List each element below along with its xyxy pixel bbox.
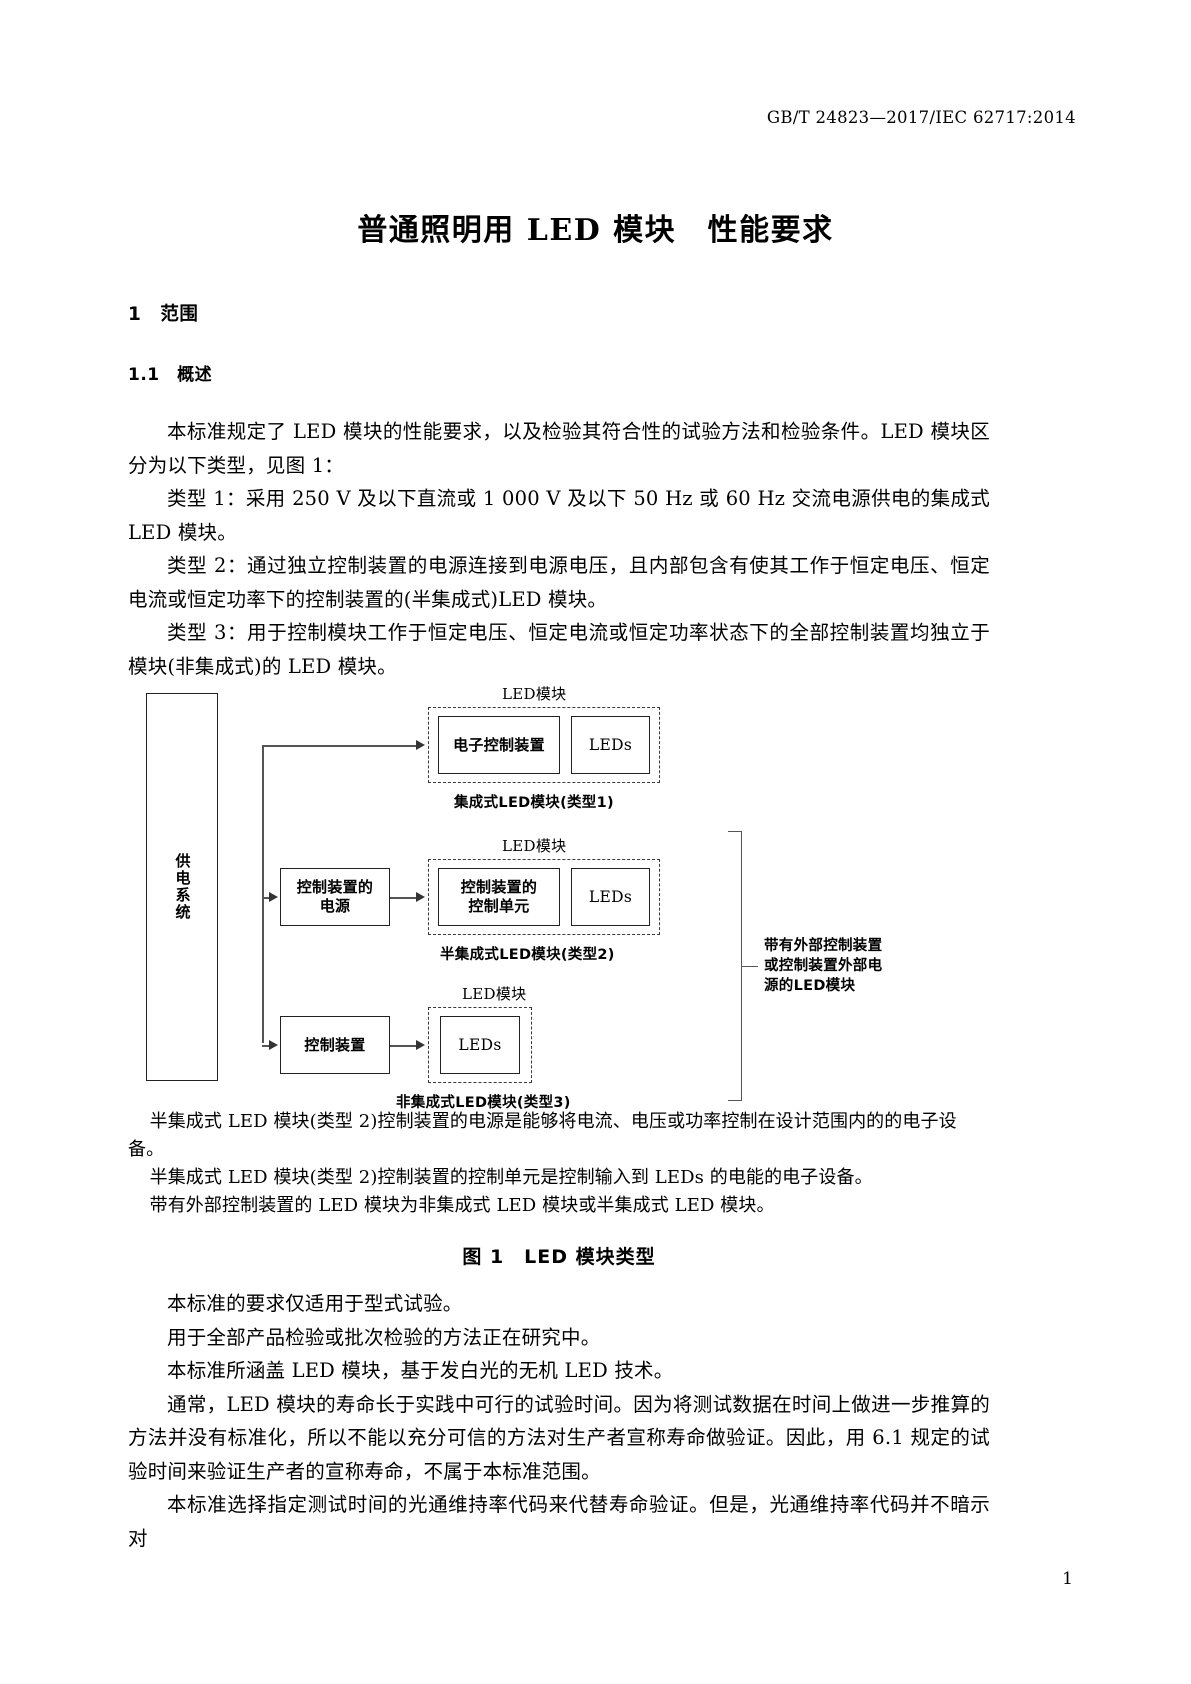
diagram-row2-type-caption: 半集成式LED模块(类型2) <box>440 947 615 963</box>
diagram-row3-type-caption: 非集成式LED模块(类型3) <box>396 1095 571 1111</box>
paragraph-type-test: 本标准的要求仅适用于型式试验。 <box>167 1292 463 1315</box>
diagram-row2-box-control-gear-control-unit: 控制装置的 控制单元 <box>438 868 560 926</box>
diagram-row3-box-control-gear-label: 控制装置 <box>304 1035 366 1054</box>
diagram-row2-box-control-gear-power-supply: 控制装置的 电源 <box>280 868 390 926</box>
figure-note-1: 半集成式 LED 模块(类型 2)控制装置的电源是能够将电流、电压或功率控制在设… <box>128 1111 957 1160</box>
figure-1: 供电系统 LED模块 电子控制装置 LEDs 集成式LED模块(类型1) LED… <box>128 683 990 1111</box>
diagram-row2-connector-in <box>262 897 272 899</box>
diagram-row1-box-electronic-control-gear-label: 电子控制装置 <box>453 735 545 754</box>
diagram-row3-connector-out <box>390 1045 418 1047</box>
diagram-row2-box-control-gear-power-supply-label: 控制装置的 电源 <box>296 878 374 915</box>
figure-1-caption: 图 1 LED 模块类型 <box>462 1246 656 1268</box>
figure-note-2: 半集成式 LED 模块(类型 2)控制装置的控制单元是控制输入到 LEDs 的电… <box>149 1167 873 1188</box>
diagram-row2-box-leds: LEDs <box>571 868 650 926</box>
section-heading-1: 1 范围 <box>128 304 199 325</box>
diagram-row3-connector-in <box>262 1045 272 1047</box>
paragraph-batch-test: 用于全部产品检验或批次检验的方法正在研究中。 <box>167 1325 601 1349</box>
diagram-row1-arrowhead <box>416 740 425 750</box>
figure-1-diagram: 供电系统 LED模块 电子控制装置 LEDs 集成式LED模块(类型1) LED… <box>128 683 990 1111</box>
diagram-right-bracket-tick <box>742 966 758 968</box>
diagram-row2-connector-out <box>390 897 418 899</box>
diagram-row1-connector <box>262 745 418 747</box>
diagram-row2-box-control-gear-control-unit-label: 控制装置的 控制单元 <box>460 878 538 915</box>
paragraph-overview: 本标准规定了 LED 模块的性能要求，以及检验其符合性的试验方法和检验条件。LE… <box>128 420 990 477</box>
diagram-row1-box-leds-label: LEDs <box>588 735 633 754</box>
diagram-trunk-line <box>262 745 264 1043</box>
figure-note-3: 带有外部控制装置的 LED 模块为非集成式 LED 模块或半集成式 LED 模块… <box>149 1195 775 1216</box>
diagram-row3-box-leds: LEDs <box>440 1016 520 1074</box>
diagram-row2-box-leds-label: LEDs <box>588 887 633 906</box>
diagram-row1-module-boundary <box>428 707 660 783</box>
diagram-row1-module-label: LED模块 <box>502 685 567 703</box>
paragraph-type-3: 类型 3：用于控制模块工作于恒定电压、恒定电流或恒定功率状态下的全部控制装置均独… <box>128 621 990 678</box>
diagram-box-supply-system-label: 供电系统 <box>173 853 192 921</box>
diagram-row3-box-control-gear: 控制装置 <box>280 1016 390 1074</box>
diagram-row1-box-leds: LEDs <box>571 716 650 774</box>
diagram-row1-box-electronic-control-gear: 电子控制装置 <box>438 716 560 774</box>
paragraph-lumen-maintenance-code: 本标准选择指定测试时间的光通维持率代码来代替寿命验证。但是，光通维持率代码并不暗… <box>128 1493 990 1550</box>
diagram-row3-box-leds-label: LEDs <box>458 1035 502 1054</box>
running-header-standard-code: GB/T 24823—2017/IEC 62717:2014 <box>766 108 1076 127</box>
paragraph-scope-technology: 本标准所涵盖 LED 模块，基于发白光的无机 LED 技术。 <box>167 1359 674 1382</box>
page-number: 1 <box>1062 1569 1073 1589</box>
diagram-row1-type-caption: 集成式LED模块(类型1) <box>454 795 614 811</box>
diagram-right-bracket <box>728 831 742 1101</box>
diagram-row3-module-label: LED模块 <box>462 985 527 1003</box>
diagram-row2-arrowhead-in <box>269 892 278 902</box>
diagram-row2-module-boundary <box>428 859 660 935</box>
diagram-row3-arrowhead-in <box>269 1040 278 1050</box>
paragraph-lifetime: 通常，LED 模块的寿命长于实践中可行的试验时间。因为将测试数据在时间上做进一步… <box>128 1392 990 1483</box>
diagram-row3-arrowhead-out <box>416 1040 425 1050</box>
diagram-right-bracket-label: 带有外部控制装置或控制装置外部电源的LED模块 <box>764 938 883 994</box>
document-body: 1 范围 1.1 概述 本标准规定了 LED 模块的性能要求，以及检验其符合性的… <box>128 300 990 1555</box>
diagram-row2-module-label: LED模块 <box>502 837 567 855</box>
paragraph-type-2: 类型 2：通过独立控制装置的电源连接到电源电压，且内部包含有使其工作于恒定电压、… <box>128 554 990 611</box>
paragraph-type-1: 类型 1：采用 250 V 及以下直流或 1 000 V 及以下 50 Hz 或… <box>128 487 990 544</box>
document-title: 普通照明用 LED 模块 性能要求 <box>357 213 834 248</box>
diagram-box-supply-system: 供电系统 <box>146 693 218 1081</box>
diagram-row2-arrowhead-out <box>416 892 425 902</box>
diagram-row3-module-boundary <box>428 1007 532 1083</box>
section-heading-1-1: 1.1 概述 <box>128 365 213 385</box>
